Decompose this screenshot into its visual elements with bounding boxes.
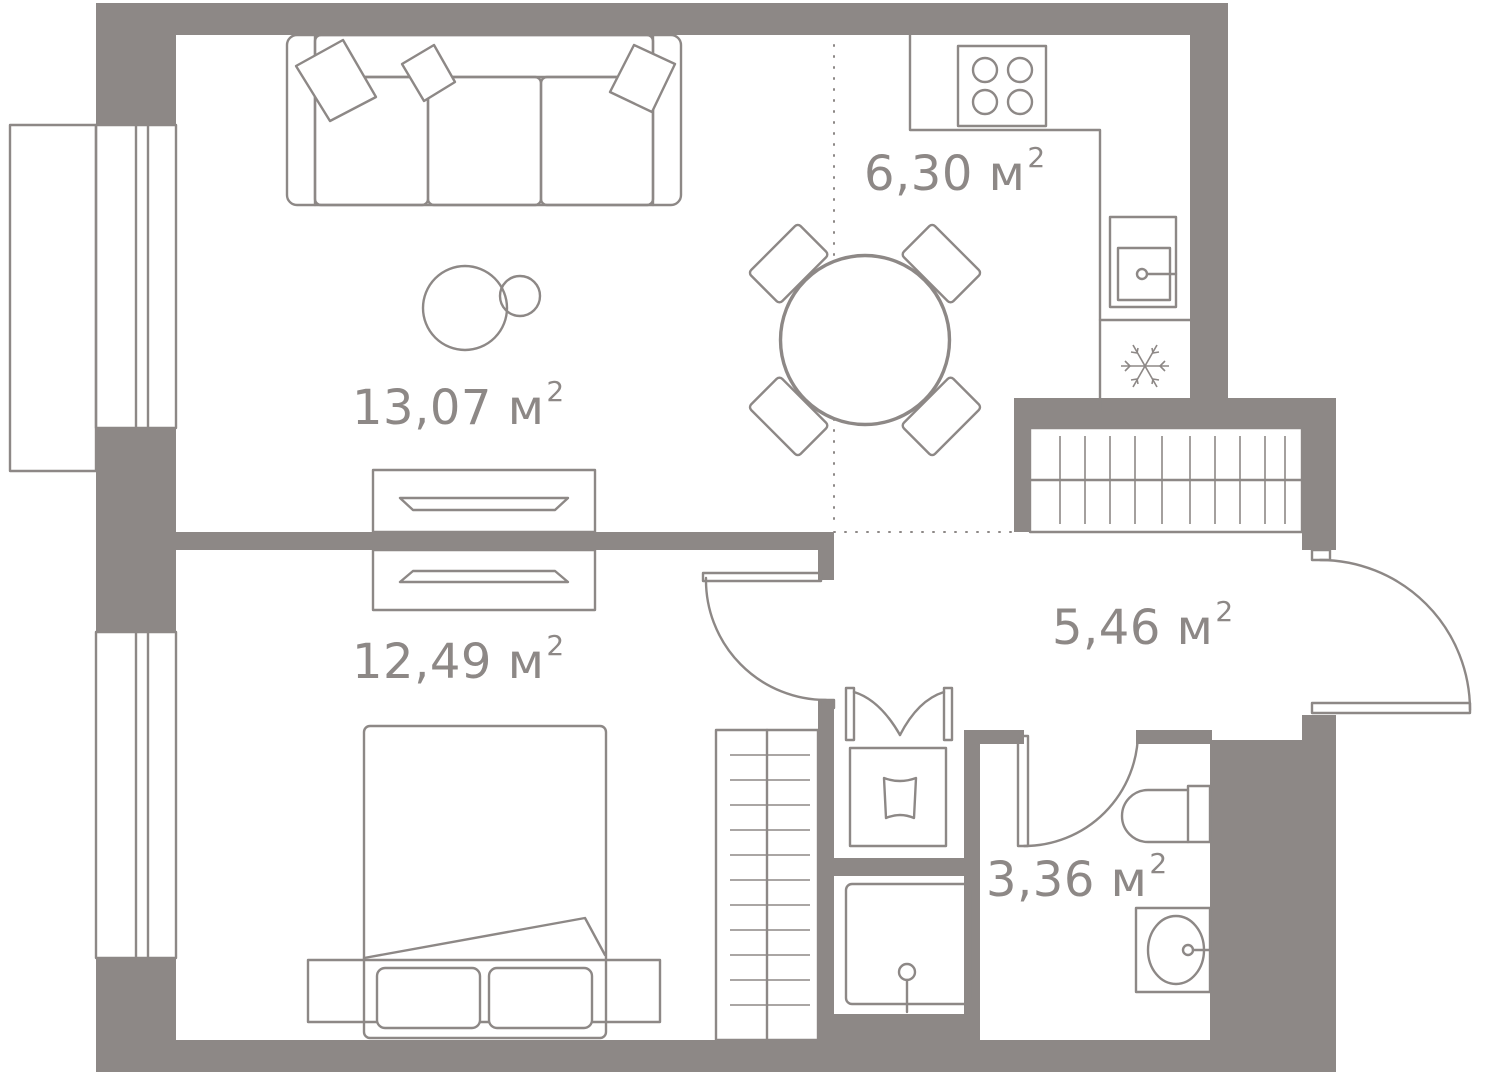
- area-value-bathroom: 3,36: [986, 852, 1095, 908]
- bathroom-door: [1016, 730, 1140, 848]
- bedroom-door: [701, 571, 836, 710]
- area-unit-living: м: [507, 380, 545, 436]
- area-label-hall: 5,46 м2: [1052, 598, 1234, 653]
- entrance-door: [1310, 548, 1472, 715]
- area-power-living: 2: [546, 375, 565, 408]
- tv-cabinet-living: [371, 468, 597, 534]
- area-value-bedroom: 12,49: [352, 634, 492, 690]
- area-value-kitchen: 6,30: [864, 146, 973, 202]
- area-power-kitchen: 2: [1027, 141, 1046, 174]
- kitchen-counter: [908, 33, 1192, 412]
- hall-wardrobe: [1028, 426, 1304, 534]
- stove-icon: [956, 44, 1048, 128]
- washing-machine-icon: [848, 746, 948, 848]
- area-unit-bathroom: м: [1110, 852, 1148, 908]
- window-living: [8, 123, 178, 473]
- sofa: [285, 33, 683, 207]
- coffee-table: [421, 264, 542, 352]
- area-unit-kitchen: м: [988, 146, 1026, 202]
- area-power-bedroom: 2: [546, 629, 565, 662]
- window-bedroom: [94, 630, 178, 960]
- area-label-kitchen: 6,30 м2: [864, 144, 1046, 199]
- bed: [306, 724, 662, 1040]
- sink-icon: [1108, 215, 1178, 309]
- area-value-living: 13,07: [352, 380, 492, 436]
- area-label-bathroom: 3,36 м2: [986, 850, 1168, 905]
- toilet-icon: [1120, 784, 1212, 844]
- area-label-living: 13,07 м2: [352, 378, 565, 433]
- laundry-door: [844, 686, 954, 742]
- washbasin-icon: [1134, 906, 1212, 994]
- area-label-bedroom: 12,49 м2: [352, 632, 565, 687]
- snowflake-icon: [1121, 344, 1169, 388]
- area-power-bathroom: 2: [1149, 847, 1168, 880]
- shower-icon: [844, 882, 972, 1014]
- area-power-hall: 2: [1215, 595, 1234, 628]
- tv-cabinet-bedroom: [371, 548, 597, 612]
- area-value-hall: 5,46: [1052, 600, 1161, 656]
- interior-walls: [176, 532, 1212, 1040]
- area-unit-bedroom: м: [507, 634, 545, 690]
- area-unit-hall: м: [1176, 600, 1214, 656]
- bedroom-wardrobe: [714, 728, 820, 1042]
- dining-table: [748, 223, 982, 457]
- exterior-walls: [96, 3, 1336, 1072]
